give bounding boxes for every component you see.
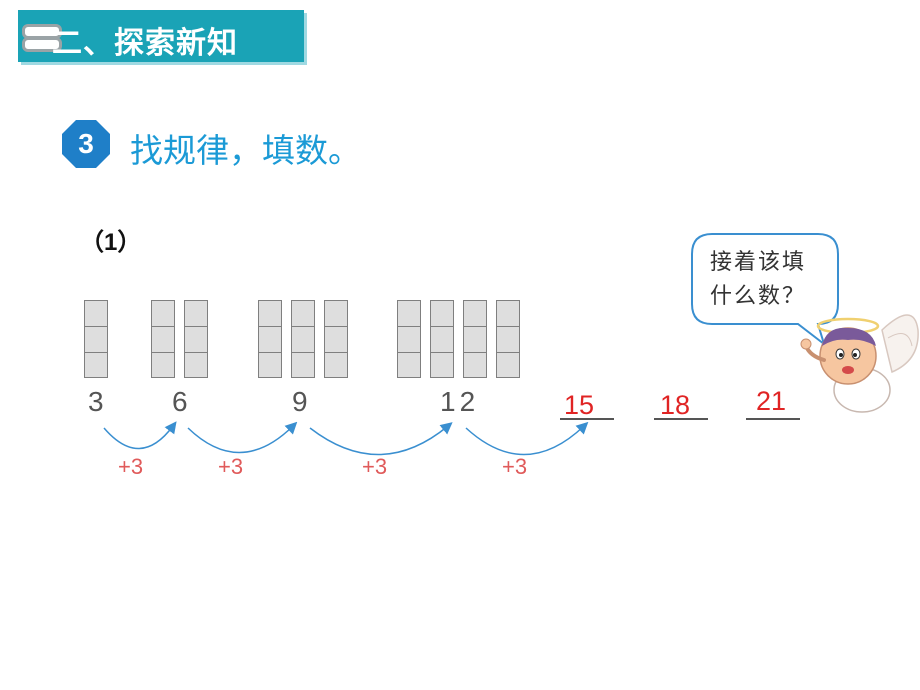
block-column (84, 300, 108, 378)
step-arc (103, 421, 177, 450)
answer-blank[interactable] (654, 418, 708, 420)
step-arc (187, 421, 298, 454)
problem-number-badge: 3 (60, 118, 112, 174)
block-column (397, 300, 421, 378)
block-column (258, 300, 282, 378)
sequence-number: 12 (440, 386, 480, 417)
part-label: （1） (80, 229, 142, 256)
speech-line: 什么数？ (710, 284, 807, 309)
answer-blank[interactable] (560, 418, 614, 420)
step-label: +3 (362, 454, 388, 479)
step-label: +3 (218, 454, 244, 479)
angel-cartoon-icon (800, 314, 919, 413)
problem-instruction: 找规律，填数。 (130, 131, 361, 170)
section-title: 二、探索新知 (52, 26, 238, 61)
step-label: +3 (118, 454, 144, 479)
block-column (151, 300, 175, 378)
answer-value: 15 (564, 390, 595, 420)
block-column (430, 300, 454, 378)
block-column (291, 300, 315, 378)
sequence-number: 9 (292, 386, 308, 417)
speech-line: 接着该填 (710, 250, 807, 275)
octagon-badge-icon (62, 120, 110, 168)
answer-value: 18 (660, 390, 691, 420)
step-label: +3 (502, 454, 528, 479)
answer-blank[interactable] (746, 418, 800, 420)
block-column (324, 300, 348, 378)
block-column (184, 300, 208, 378)
block-column (496, 300, 520, 378)
step-arc (309, 422, 453, 456)
speech-bubble-text: 接着该填 什么数？ (710, 246, 834, 314)
answer-value: 21 (756, 386, 787, 416)
problem-number: 3 (78, 128, 94, 159)
step-arc (465, 421, 589, 456)
sequence-number: 6 (172, 386, 188, 417)
block-column (463, 300, 487, 378)
sequence-number: 3 (88, 386, 104, 417)
section-banner: 二、探索新知 (18, 10, 304, 62)
